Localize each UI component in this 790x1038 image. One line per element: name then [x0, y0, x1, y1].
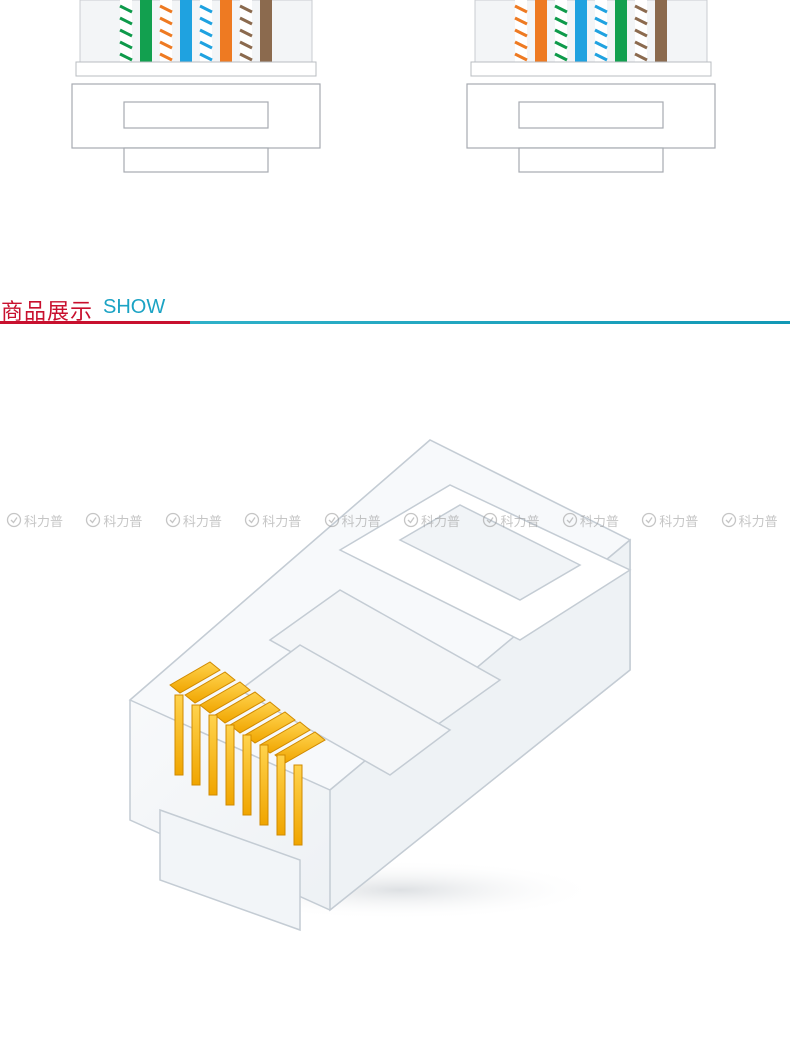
watermark-row: 科力普 科力普 科力普 科力普 科力普 科力普 科力普 科力普 科力普 科力普: [6, 509, 790, 531]
watermark-text: 科力普: [24, 514, 64, 530]
watermark: 科力普: [165, 509, 234, 531]
watermark-text: 科力普: [421, 514, 461, 530]
watermark-logo-icon: [483, 512, 498, 528]
wire-strips-left: [75, 0, 317, 77]
watermark-logo-icon: [165, 512, 180, 528]
watermark: 科力普: [244, 509, 313, 531]
connector-diagram-right: [466, 0, 716, 173]
watermark-logo-icon: [721, 512, 736, 528]
watermark-logo-icon: [245, 512, 260, 528]
connector-diagram-left: [71, 0, 321, 173]
watermark-text: 科力普: [579, 514, 619, 530]
watermark-logo-icon: [86, 512, 101, 528]
watermark-text: 科力普: [341, 514, 381, 530]
section-header: 商品展示 SHOW: [0, 290, 790, 330]
watermark: 科力普: [324, 509, 393, 531]
header-rule-red: [0, 321, 193, 324]
header-rule-teal: [190, 321, 790, 324]
watermark: 科力普: [6, 509, 75, 531]
watermark-logo-icon: [642, 512, 657, 528]
watermark: 科力普: [482, 509, 551, 531]
watermark: 科力普: [721, 509, 790, 531]
watermark-text: 科力普: [738, 514, 778, 530]
wire-strips-right: [470, 0, 712, 77]
watermark: 科力普: [403, 509, 472, 531]
watermark-text: 科力普: [500, 514, 540, 530]
watermark-text: 科力普: [659, 514, 699, 530]
watermark: 科力普: [562, 509, 631, 531]
section-title: 商品展示: [1, 300, 94, 325]
watermark-logo-icon: [562, 512, 577, 528]
watermark: 科力普: [85, 509, 154, 531]
connector-body-left: [71, 83, 321, 173]
rj45-plug-image: [128, 439, 632, 932]
watermark-text: 科力普: [182, 514, 222, 530]
section-title-en: SHOW: [103, 296, 166, 318]
connector-body-right: [466, 83, 716, 173]
gold-contacts: [169, 661, 326, 846]
watermark-logo-icon: [324, 512, 339, 528]
watermark-text: 科力普: [262, 514, 302, 530]
watermark-logo-icon: [403, 512, 419, 528]
watermark-text: 科力普: [103, 514, 143, 530]
watermark-logo-icon: [6, 512, 22, 528]
watermark: 科力普: [641, 509, 710, 531]
